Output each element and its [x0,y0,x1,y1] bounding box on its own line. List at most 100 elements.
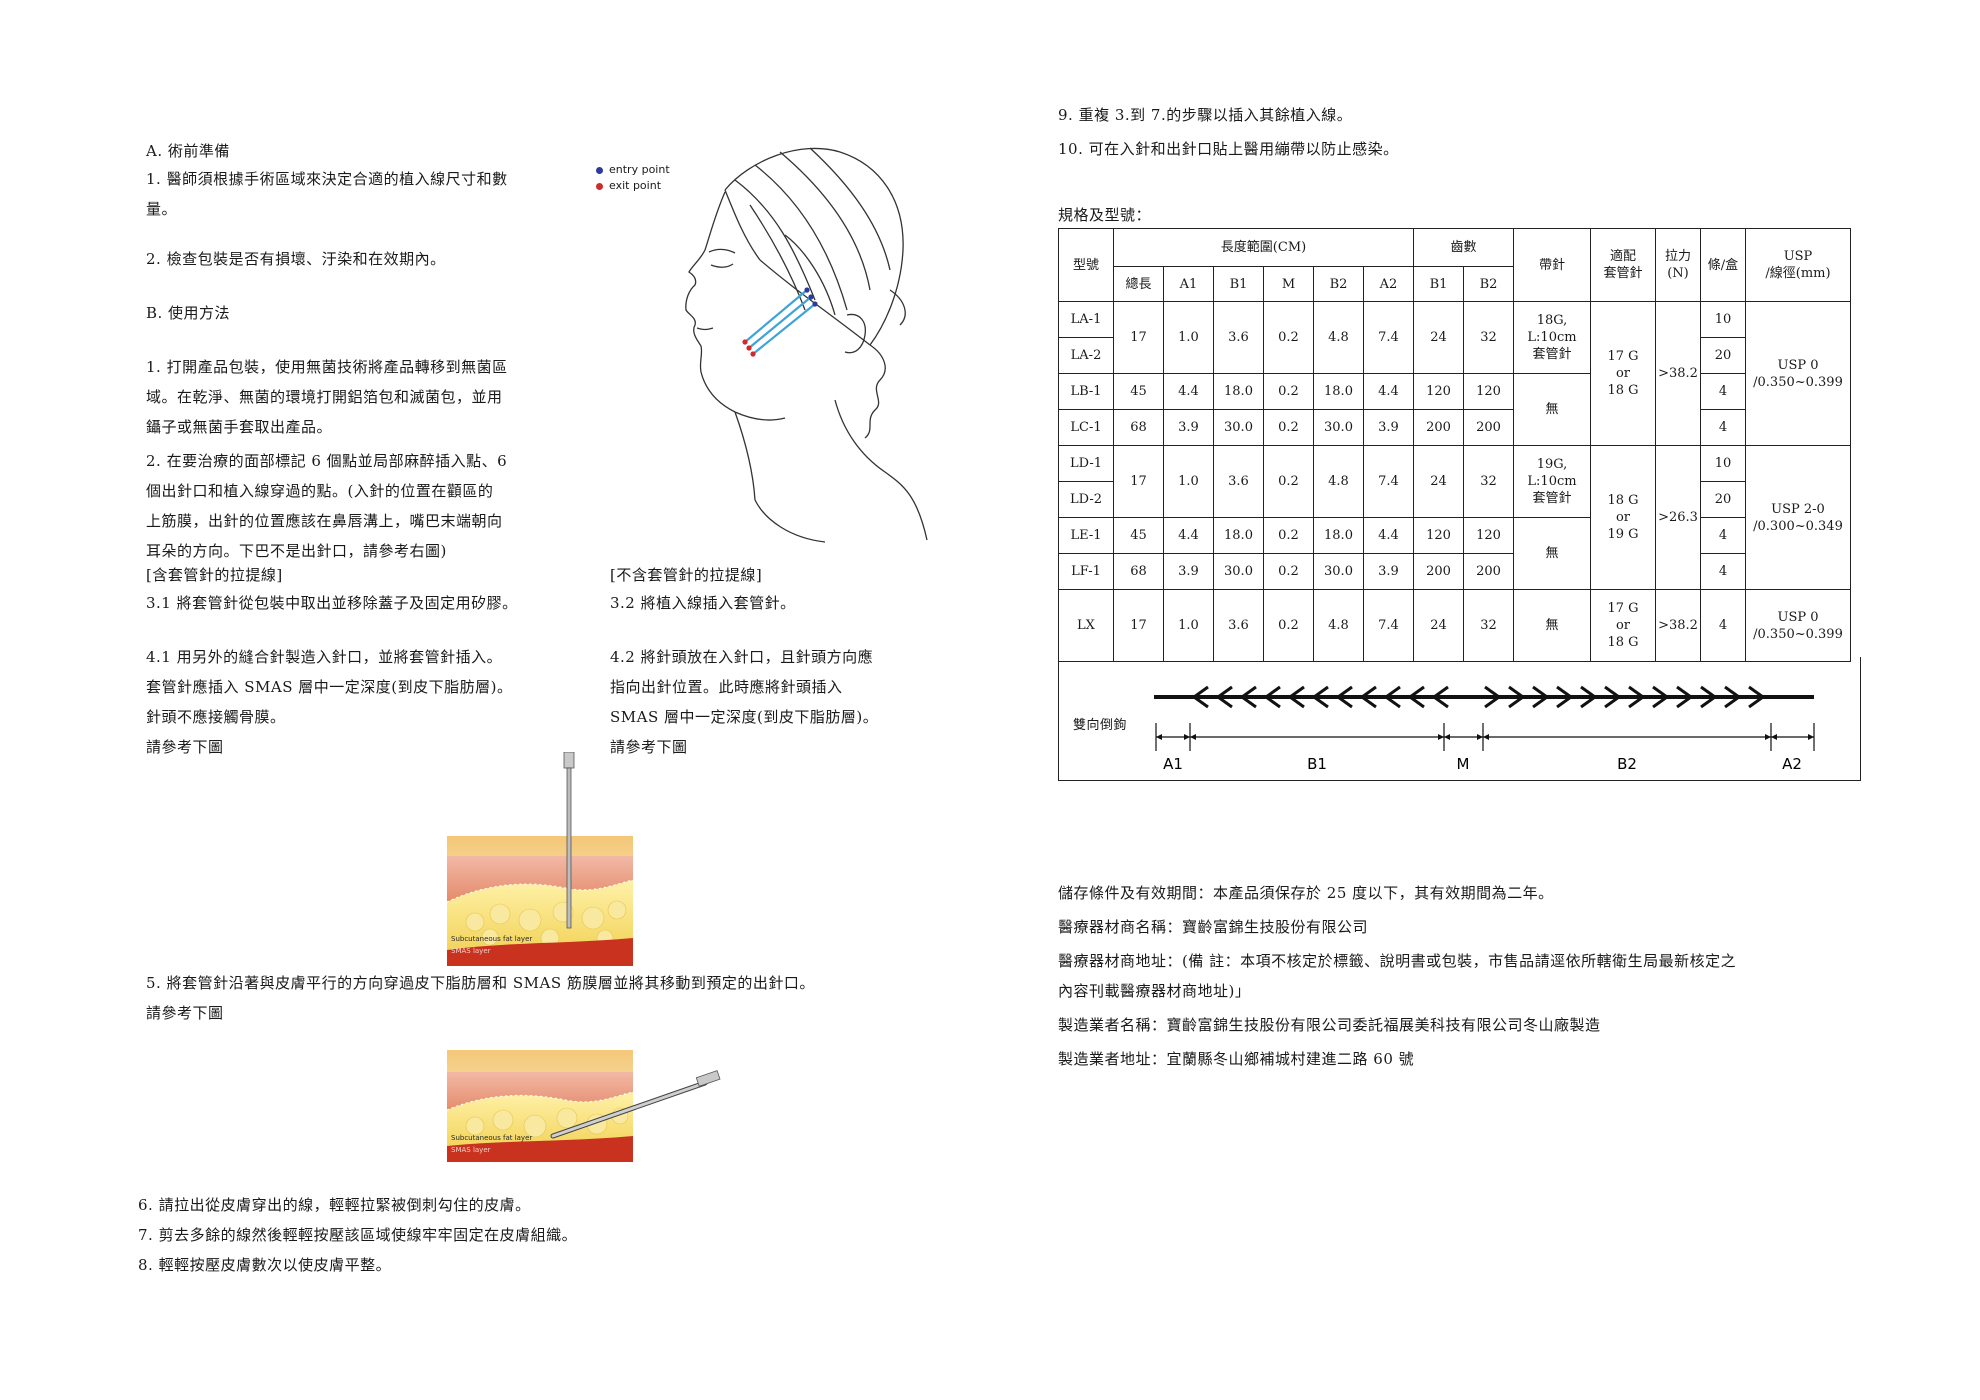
header-per-box: 條/盒 [1700,228,1746,302]
dealer-name: 醫療器材商名稱：寶齡富錦生技股份有限公司 [1058,918,1369,936]
method-heading: B. 使用方法 [146,304,231,322]
table-cell: 4.8 [1313,589,1364,662]
legend-entry: entry point [596,162,670,178]
step-5: 5. 將套管針沿著與皮膚平行的方向穿過皮下脂肪層和 SMAS 筋膜層並將其移動到… [146,974,815,1022]
table-cell: 0.2 [1263,409,1314,446]
maker-address: 製造業者地址：宜蘭縣冬山鄉補城村建進二路 60 號 [1058,1050,1415,1068]
force-cell: >38.2 [1655,589,1701,662]
table-row: LA-1 17 1.0 3.6 0.2 4.8 7.4 24 32 18G,L:… [1058,301,1851,446]
storage-info: 儲存條件及有效期間：本產品須保存於 25 度以下，其有效期間為二年。 [1058,884,1554,902]
entry-dot-icon [596,166,603,174]
model-cell: LE-1 [1058,517,1114,554]
table-cell: 18.0 [1313,373,1364,410]
table-cell: 17 [1113,445,1164,518]
needle-cell: 無 [1513,589,1591,662]
layer-fat-label-2: Subcutaneous fat layer [451,1134,532,1142]
spec-title: 規格及型號： [1058,206,1152,224]
needle-cell: 無 [1513,517,1591,590]
table-cell: 0.2 [1263,517,1314,554]
per-box-cell: 10 [1700,301,1746,338]
dealer-address: 醫療器材商地址：(備 註：本項不核定於標籤、說明書或包裝，市售品請逕依所轄衛生局… [1058,952,1737,1000]
segment-a1: A1 [1163,755,1183,773]
table-cell: 3.9 [1163,553,1214,590]
table-cell: 120 [1463,373,1514,410]
usp-cell: USP 2-0/0.300~0.349 [1745,445,1851,590]
table-row: LB-1 45 4.4 18.0 0.2 18.0 4.4 120 120 無 … [1058,373,1851,446]
per-box-cell: 10 [1700,445,1746,482]
header-usp: USP/線徑(mm) [1745,228,1851,302]
skin-diagram-insertion: Subcutaneous fat layer SMAS layer [446,752,634,966]
table-cell: 200 [1463,409,1514,446]
usp-cell: USP 0/0.350~0.399 [1745,301,1851,446]
model-cell: LX [1058,589,1114,662]
without-cannula-step-32: 3.2 將植入線插入套管針。 [610,594,796,612]
table-cell: 0.2 [1263,445,1314,518]
table-cell: 0.2 [1263,589,1314,662]
table-cell: 200 [1413,409,1464,446]
header-cannula: 適配套管針 [1590,228,1656,302]
table-cell: 24 [1413,589,1464,662]
table-cell: 32 [1463,445,1514,518]
spec-table: 型號 長度範圍(CM) 齒數 帶針 適配套管針 拉力(N) 條/盒 USP/線徑… [1058,228,1851,662]
table-cell: 4.4 [1363,373,1414,410]
table-cell: 4.4 [1163,373,1214,410]
step-10: 10. 可在入針和出針口貼上醫用繃帶以防止感染。 [1058,140,1399,158]
with-cannula-heading: [含套管針的拉提線] [146,566,283,584]
table-row: LF-1 68 3.9 30.0 0.2 30.0 3.9 200 200 4 [1058,553,1851,590]
table-cell: 4.4 [1363,517,1414,554]
model-cell: LD-2 [1058,481,1114,518]
prep-step-1: 1. 醫師須根據手術區域來決定合適的植入線尺寸和數量。 [146,170,508,218]
step-9: 9. 重複 3.到 7.的步驟以插入其餘植入線。 [1058,106,1353,124]
table-cell: 68 [1113,409,1164,446]
table-cell: 200 [1413,553,1464,590]
face-illustration [685,147,928,543]
table-cell: 68 [1113,553,1164,590]
table-cell: 24 [1413,301,1464,374]
per-box-cell: 4 [1700,517,1746,554]
layer-fat-label: Subcutaneous fat layer [451,935,532,943]
skin-diagram-parallel: Subcutaneous fat layer SMAS layer [446,1050,721,1162]
model-cell: LF-1 [1058,553,1114,590]
table-row: LA-2 20 [1058,337,1851,374]
segment-m: M [1457,755,1470,773]
table-cell: 3.9 [1363,409,1414,446]
with-cannula-step-31: 3.1 將套管針從包裝中取出並移除蓋子及固定用矽膠。 [146,594,518,612]
subheader-b2: B2 [1313,266,1364,302]
table-cell: 32 [1463,589,1514,662]
table-cell: 18.0 [1213,373,1264,410]
usp-cell: USP 0/0.350~0.399 [1745,589,1851,662]
table-cell: 7.4 [1363,445,1414,518]
model-cell: LA-2 [1058,337,1114,374]
table-cell: 30.0 [1313,553,1364,590]
subheader-teeth-b2: B2 [1463,266,1514,302]
prep-step-2: 2. 檢查包裝是否有損壞、汙染和在效期內。 [146,250,446,268]
maker-name: 製造業者名稱：寶齡富錦生技股份有限公司委託福展美科技有限公司冬山廠製造 [1058,1016,1601,1034]
table-cell: 3.6 [1213,445,1264,518]
header-model: 型號 [1058,228,1114,302]
subheader-a1: A1 [1163,266,1214,302]
force-cell: >26.3 [1655,445,1701,590]
table-cell: 17 [1113,589,1164,662]
model-cell: LA-1 [1058,301,1114,338]
table-cell: 45 [1113,373,1164,410]
prep-heading: A. 術前準備 [146,142,230,160]
per-box-cell: 4 [1700,589,1746,662]
table-cell: 0.2 [1263,301,1314,374]
subheader-m: M [1263,266,1314,302]
barb-thread-diagram: A1 B1 M B2 A2 [1154,685,1815,773]
table-cell: 120 [1413,517,1464,554]
table-cell: 1.0 [1163,301,1214,374]
step-6: 6. 請拉出從皮膚穿出的線，輕輕拉緊被倒刺勾住的皮膚。 [138,1196,531,1214]
with-cannula-step-41: 4.1 用另外的縫合針製造入針口，並將套管針插入。套管針應插入 SMAS 層中一… [146,648,513,756]
subheader-total: 總長 [1113,266,1164,302]
table-cell: 30.0 [1313,409,1364,446]
barb-label: 雙向倒鉤 [1073,718,1128,733]
table-row: LD-1 17 1.0 3.6 0.2 4.8 7.4 24 32 19G,L:… [1058,445,1851,590]
model-cell: LD-1 [1058,445,1114,482]
segment-b1: B1 [1307,755,1327,773]
